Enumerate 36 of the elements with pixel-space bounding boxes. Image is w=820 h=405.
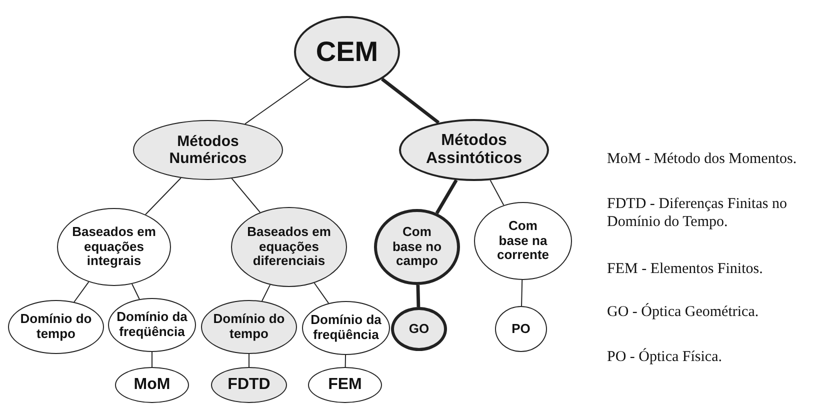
connector-line bbox=[74, 281, 90, 302]
connector-line bbox=[231, 178, 261, 213]
connector-line bbox=[344, 354, 346, 368]
abbreviation-note: MoM - Método dos Momentos. bbox=[607, 150, 798, 168]
node-label: Domínio da freqüência bbox=[310, 313, 382, 343]
node-label: Métodos Assintóticos bbox=[424, 132, 523, 168]
abbreviation-note: FDTD - Diferenças Finitas no Domínio do Tempo. bbox=[607, 195, 788, 231]
node-label: Métodos Numéricos bbox=[168, 132, 248, 168]
node-label: MoM bbox=[132, 376, 172, 394]
abbreviation-note: PO - Óptica Física. bbox=[607, 348, 723, 366]
connector-line bbox=[248, 354, 250, 368]
ellipse-node bbox=[495, 306, 547, 352]
connector-line bbox=[521, 280, 523, 306]
node-label: Domínio da freqüência bbox=[116, 310, 188, 340]
connector-line bbox=[380, 78, 440, 124]
node-label: Com base na corrente bbox=[496, 218, 550, 264]
node-label: Domínio do tempo bbox=[19, 312, 93, 342]
connector-line bbox=[145, 177, 182, 215]
connector-line bbox=[132, 284, 140, 300]
node-label: FEM bbox=[327, 376, 363, 394]
node-label: FDTD bbox=[226, 376, 272, 394]
connector-line bbox=[435, 179, 458, 214]
node-label: Com base no campo bbox=[391, 224, 443, 270]
connector-line bbox=[244, 77, 311, 124]
node-label: Baseados em equações diferenciais bbox=[246, 224, 332, 270]
node-label: GO bbox=[408, 322, 430, 336]
connector-line bbox=[314, 282, 330, 304]
node-label: Domínio do tempo bbox=[212, 312, 286, 342]
connector-line bbox=[416, 284, 420, 308]
node-label: PO bbox=[510, 322, 532, 336]
abbreviation-note: GO - Óptica Geométrica. bbox=[607, 303, 760, 321]
connector-line bbox=[262, 284, 271, 302]
connector-line bbox=[490, 180, 504, 206]
node-label: Baseados em equações integrais bbox=[72, 224, 156, 270]
abbreviation-note: FEM - Elementos Finitos. bbox=[607, 260, 764, 278]
node-label: CEM bbox=[314, 36, 380, 68]
